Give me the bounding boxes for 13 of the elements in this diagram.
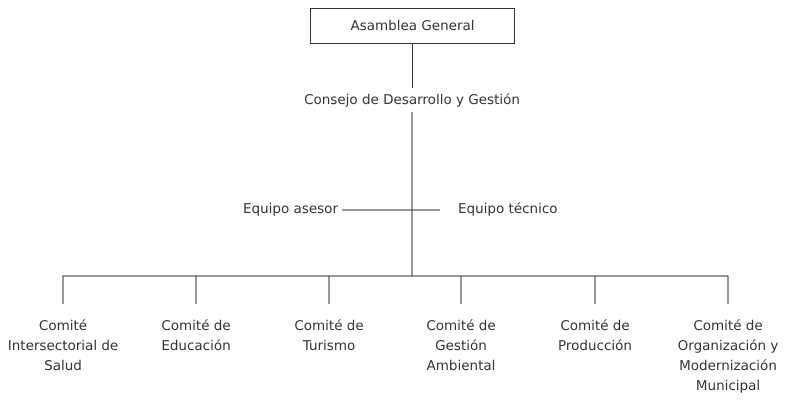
node-label: Comité de Organización y Modernización Municipal	[676, 317, 780, 396]
connector-line	[412, 44, 413, 88]
node-label: Consejo de Desarrollo y Gestión	[304, 91, 520, 110]
node-label: Comité de Turismo	[293, 317, 365, 356]
node-label: Equipo técnico	[458, 200, 558, 219]
connector-line	[412, 112, 728, 304]
org-box	[310, 8, 515, 44]
node-label: Equipo asesor	[243, 200, 338, 219]
node-label: Comité de Producción	[557, 317, 633, 356]
node-label: Asamblea General	[350, 17, 475, 36]
node-label: Comité de Gestión Ambiental	[425, 317, 497, 376]
node-label: Comité de Educación	[160, 317, 232, 356]
node-label: Comité Intersectorial de Salud	[6, 317, 120, 376]
